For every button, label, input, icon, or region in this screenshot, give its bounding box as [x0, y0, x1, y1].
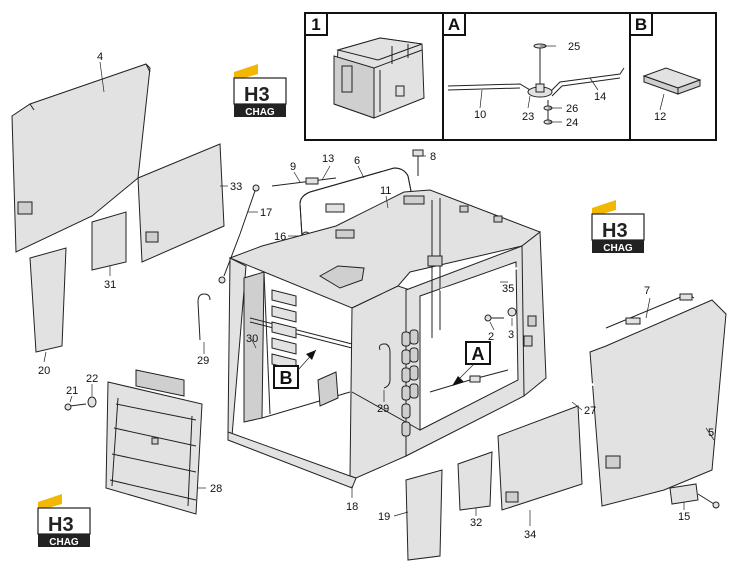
- callout-a: A: [452, 341, 491, 386]
- bolt-21: [64, 403, 87, 411]
- inset-label-1: 1: [311, 15, 320, 34]
- part-label-33: 33: [230, 181, 242, 193]
- part-label-29b: 29: [377, 403, 389, 415]
- part-label-31: 31: [104, 279, 116, 291]
- logo-letters: H3: [244, 84, 270, 106]
- part-label-5: 5: [708, 427, 714, 439]
- rod-27: [511, 382, 595, 416]
- part-label-10: 10: [474, 109, 486, 121]
- callout-a-label: A: [472, 344, 485, 364]
- logo-roof-shape: [592, 200, 616, 214]
- logo-roof-shape: [234, 64, 258, 78]
- logo-sub: CHAG: [603, 243, 633, 254]
- inset-b: B: [629, 12, 702, 95]
- part-label-20: 20: [38, 365, 50, 377]
- logo-letters: H3: [602, 220, 628, 242]
- part-label-15: 15: [678, 511, 690, 523]
- washer-3: [507, 307, 517, 317]
- part-label-14: 14: [594, 91, 606, 103]
- part-label-6: 6: [354, 155, 360, 167]
- panel-33: [137, 143, 225, 263]
- part-label-25: 25: [568, 41, 580, 53]
- part-label-27: 27: [584, 405, 596, 417]
- part-label-13: 13: [322, 153, 334, 165]
- washer-22: [87, 396, 97, 408]
- callout-b-label: B: [280, 368, 293, 388]
- inset-label-b: B: [635, 15, 647, 34]
- part-label-16: 16: [274, 231, 286, 243]
- rod-35: [439, 267, 519, 291]
- part-label-28: 28: [210, 483, 222, 495]
- part-label-11: 11: [380, 185, 391, 197]
- cab-overview-icon: [333, 37, 425, 119]
- inset-1: 1: [304, 12, 425, 119]
- logo-roof-shape: [38, 494, 62, 508]
- callout-b: B: [273, 349, 317, 389]
- part-label-3: 3: [508, 329, 514, 341]
- rail-9: [271, 177, 337, 187]
- part-label-29: 29: [197, 355, 209, 367]
- leader-lines: [43, 45, 715, 526]
- wire-harness-a: [447, 43, 625, 125]
- panel-4: [11, 63, 151, 253]
- part-label-26: 26: [566, 103, 578, 115]
- handle-29-left: [197, 293, 211, 341]
- part-label-24: 24: [566, 117, 578, 129]
- strip-19: [405, 469, 443, 561]
- pad-31: [91, 211, 127, 271]
- part-label-17: 17: [260, 207, 272, 219]
- part-label-35: 35: [502, 283, 514, 295]
- pad-part-12: [642, 67, 702, 95]
- gas-strut-17: [218, 184, 260, 284]
- pad-32: [457, 451, 493, 511]
- inset-label-a: A: [448, 15, 460, 34]
- logo-sub: CHAG: [245, 107, 275, 118]
- logo-letters: H3: [48, 514, 74, 536]
- part-label-7: 7: [644, 285, 650, 297]
- part-label-2: 2: [488, 331, 494, 343]
- part-label-30: 30: [246, 333, 258, 345]
- part-label-9: 9: [290, 161, 296, 173]
- part-label-22: 22: [86, 373, 98, 385]
- part-label-18: 18: [346, 501, 358, 513]
- part-label-23: 23: [522, 111, 534, 123]
- logo-right: H3 CHAG: [591, 200, 645, 254]
- part-label-4: 4: [97, 51, 103, 63]
- panel-5: [589, 299, 727, 507]
- part-label-8: 8: [430, 151, 436, 163]
- part-label-19: 19: [378, 511, 390, 523]
- part-label-34: 34: [524, 529, 536, 541]
- bolt-8: [412, 149, 424, 176]
- clip-3c: [523, 335, 533, 347]
- rail-7: [605, 293, 695, 329]
- panel-34: [497, 405, 583, 511]
- part-labels: 25 10 23 26 24 14 12 4 33 17 9 13 6 8 11…: [38, 41, 714, 541]
- logo-bottom: H3 CHAG: [37, 494, 91, 548]
- part-label-21: 21: [66, 385, 78, 397]
- part-label-12: 12: [654, 111, 666, 123]
- bolt-2: [484, 314, 504, 322]
- plate-15: [669, 483, 720, 509]
- right-vents: [401, 329, 419, 437]
- logo-top: H3 CHAG: [233, 64, 287, 118]
- clip-3b: [527, 315, 537, 327]
- wire-a-main: [429, 369, 509, 393]
- logo-sub: CHAG: [49, 537, 79, 548]
- part-label-32: 32: [470, 517, 482, 529]
- strip-20: [29, 247, 67, 353]
- left-vents: [271, 289, 297, 371]
- inset-a: A: [442, 12, 625, 125]
- door-28: [105, 369, 203, 515]
